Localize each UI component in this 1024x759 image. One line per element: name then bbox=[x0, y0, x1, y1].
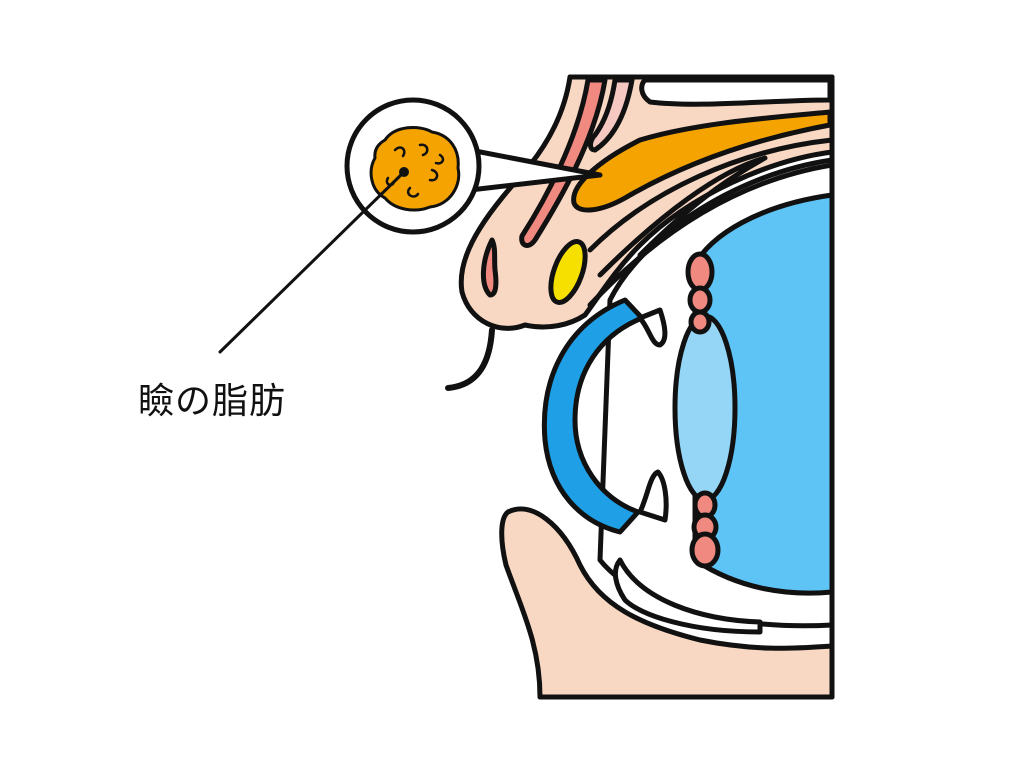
meibomian-gland bbox=[548, 239, 588, 305]
ciliary-body-lower bbox=[689, 490, 721, 569]
orbital-septum bbox=[587, 137, 835, 253]
fat-lobule-lines bbox=[385, 143, 445, 198]
cornea bbox=[541, 297, 645, 535]
lens bbox=[672, 313, 738, 503]
ciliary-body-upper bbox=[685, 251, 715, 335]
lid-muscle-front bbox=[481, 237, 499, 298]
conjunctiva-line bbox=[587, 162, 835, 308]
levator-muscle bbox=[588, 77, 635, 153]
lower-conjunctiva bbox=[612, 557, 763, 635]
levator-aponeurosis bbox=[597, 155, 768, 278]
eyelid-fat-label: 瞼の脂肪 bbox=[138, 381, 287, 422]
frame-border bbox=[537, 74, 835, 700]
leader-line bbox=[218, 170, 406, 354]
orbicularis-muscle bbox=[519, 77, 608, 248]
eyelash bbox=[445, 327, 495, 391]
iris-lower bbox=[637, 469, 669, 523]
fat-cluster bbox=[369, 126, 461, 212]
lower-eyelid bbox=[499, 506, 835, 700]
upper-white-band bbox=[639, 77, 833, 107]
iris-upper bbox=[637, 307, 668, 348]
